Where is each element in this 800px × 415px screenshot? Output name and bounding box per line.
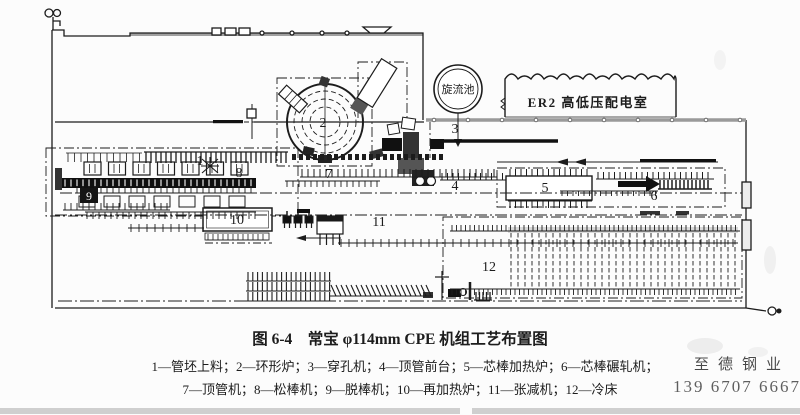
mandrel-return-line [497, 158, 718, 166]
machine-label-9: 9 [86, 189, 92, 203]
machine-label-7: 7 [326, 167, 333, 182]
machine-label-6: 6 [651, 189, 658, 204]
machine-label-5: 5 [542, 181, 549, 196]
machine-label-3: 3 [452, 122, 459, 137]
pool-label: 旋流池 [442, 82, 475, 96]
stripper-loosener-area [45, 147, 299, 217]
right-wall-door [741, 181, 752, 209]
machine-label-4: 4 [452, 179, 459, 194]
paper-smudges [687, 50, 776, 357]
cyclone-pool: 旋流池 [433, 64, 483, 147]
building-walls [44, 8, 782, 316]
roller-table-textures [63, 151, 740, 302]
legend-line-2: 7—顶管机；8—松棒机；9—脱棒机；10—再加热炉；11—张减机；12—冷床 [182, 382, 617, 398]
column-flag-symbol [246, 104, 257, 139]
mandrel-furnace-area [496, 167, 726, 208]
machine-label-11: 11 [372, 215, 385, 230]
plant-symbol [44, 8, 62, 30]
bay-wall-columns [426, 117, 746, 123]
machine-label-1: 1 [197, 154, 204, 169]
machine-label-10: 10 [230, 213, 244, 228]
arrow-left-icon [574, 158, 586, 166]
billet-loader-symbol [201, 157, 219, 175]
watermark: 至德钢业 139 6707 6667 [673, 355, 800, 396]
page-edge-shadow [0, 408, 800, 414]
discharge-machine [277, 84, 309, 114]
arrow-left-icon [296, 235, 306, 241]
machine-label-2: 2 [320, 116, 327, 131]
ring-furnace [276, 57, 408, 167]
mill-stand-symbol [296, 215, 344, 245]
charging-machine [356, 57, 398, 109]
arrow-left-icon [556, 158, 568, 166]
legend-line-1: 1—管坯上料；2—环形炉；3—穿孔机；4—顶管前台；5—芯棒加热炉；6—芯棒碾轧… [151, 359, 658, 375]
machine-label-12: 12 [482, 260, 496, 275]
right-wall-door [741, 219, 752, 251]
er2-room-label: ER2 高低压配电室 [528, 95, 649, 110]
roof-vent-symbol [361, 26, 393, 34]
arrow-right-icon [618, 176, 660, 192]
er2-substation-room: ER2 高低压配电室 [500, 73, 677, 118]
pole-symbol [767, 306, 777, 316]
figure-title: 图 6-4 常宝 φ114mm CPE 机组工艺布置图 [252, 329, 548, 348]
figure-caption-block: 图 6-4 常宝 φ114mm CPE 机组工艺布置图 1—管坯上料；2—环形炉… [151, 329, 658, 398]
mandrel-furnace-box [505, 175, 593, 201]
watermark-phone: 139 6707 6667 [673, 377, 800, 396]
watermark-text: 至德钢业 [694, 355, 790, 373]
machine-label-8: 8 [236, 166, 243, 181]
